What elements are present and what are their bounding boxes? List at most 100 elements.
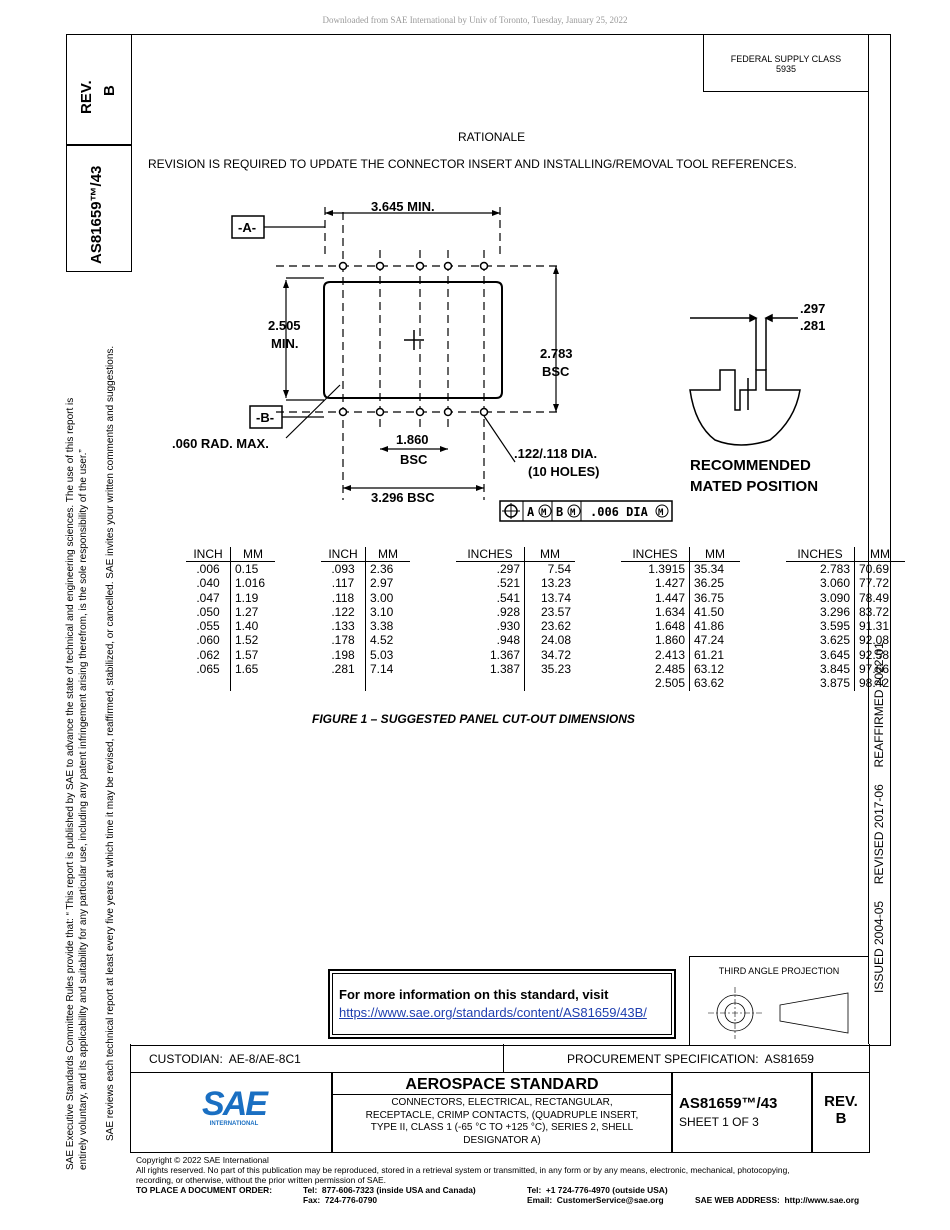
fcf-mod-tol: M: [658, 508, 664, 518]
dim-left-1: 2.505: [268, 318, 301, 333]
cell-mm: 34.72: [540, 647, 571, 662]
issue-history: ISSUED 2004-05 REVISED 2017-06 REAFFIRME…: [872, 642, 886, 993]
sae-notice-line2: entirely voluntary, and its applicabilit…: [78, 449, 89, 1170]
cell-mm: 63.62: [694, 676, 725, 691]
aerospace-standard: AEROSPACE STANDARD: [405, 1076, 599, 1093]
cell-mm: 1.65: [235, 662, 259, 677]
dim-radius: .060 RAD. MAX.: [172, 436, 269, 451]
rights-line1: All rights reserved. No part of this pub…: [136, 1165, 790, 1175]
datum-a-label: -A-: [238, 220, 256, 235]
cell-inch: 2.485: [621, 662, 690, 677]
cell-inch: .521: [456, 576, 525, 591]
cell-inch: .055: [186, 619, 231, 634]
cell-mm: 24.08: [540, 633, 571, 648]
dim-top: 3.645 MIN.: [371, 199, 435, 214]
custodian: CUSTODIAN: AE-8/AE-8C1: [149, 1052, 301, 1066]
sae-logo-sub: INTERNATIONAL: [209, 1121, 259, 1127]
cell-mm: 7.14: [370, 662, 394, 677]
info-text: For more information on this standard, v…: [339, 987, 609, 1002]
cell-mm: 36.75: [694, 590, 725, 605]
figure-caption: FIGURE 1 – SUGGESTED PANEL CUT-OUT DIMEN…: [312, 712, 635, 726]
cell-inch: 3.845: [786, 662, 855, 677]
cell-inch: .178: [321, 633, 366, 648]
cell-inch: .122: [321, 604, 366, 620]
cell-inch: 2.505: [621, 676, 690, 691]
cell-mm: 91.31: [859, 619, 890, 634]
email[interactable]: Email: CustomerService@sae.org: [527, 1195, 664, 1205]
cutout-outline: [323, 281, 503, 399]
cell-inch: .930: [456, 619, 525, 634]
centerlines: [276, 207, 560, 500]
cell-inch: 1.860: [621, 633, 690, 648]
cell-mm: 1.016: [235, 576, 266, 591]
sae-notice-line3: SAE reviews each technical report at lea…: [105, 345, 116, 1141]
fcf-datum-a: A: [527, 505, 535, 519]
cell-mm: 13.74: [540, 590, 571, 605]
cell-inch: 1.427: [621, 576, 690, 591]
cell-mm: 35.34: [694, 562, 725, 576]
cell-inch: [186, 676, 231, 691]
cell-inch: .050: [186, 604, 231, 620]
arrowheads: [283, 210, 559, 491]
cell-mm: 1.52: [235, 633, 259, 648]
mated-caption-1: RECOMMENDED: [690, 457, 811, 474]
sae-notice-line1: SAE Executive Standards Committee Rules …: [65, 397, 76, 1170]
cell-inch: [456, 676, 525, 691]
left-rev-value: B: [101, 85, 118, 96]
cell-mm: 4.52: [370, 633, 394, 648]
dim-holes-2: (10 HOLES): [528, 464, 600, 479]
cell-inch: .060: [186, 633, 231, 648]
datum-b-label: -B-: [256, 410, 274, 425]
table-header-mm: MM: [689, 547, 740, 562]
cell-inch: 1.387: [456, 662, 525, 677]
tel-us: Tel: 877-606-7323 (inside USA and Canada…: [303, 1185, 476, 1195]
cell-inch: 2.783: [786, 561, 855, 577]
web-address[interactable]: SAE WEB ADDRESS: http://www.sae.org: [695, 1195, 860, 1205]
federal-supply-value: 5935: [775, 64, 797, 74]
cell-mm: 78.49: [859, 590, 890, 605]
sae-logo-mark: SAE: [202, 1085, 268, 1123]
left-rev-label: REV.: [78, 80, 95, 114]
left-rev-box: [66, 34, 132, 146]
cell-inch: .948: [456, 633, 525, 648]
fcf-mod-b: M: [570, 508, 576, 518]
standard-link[interactable]: https://www.sae.org/standards/content/AS…: [339, 1005, 647, 1020]
cell-mm: 1.40: [235, 619, 259, 634]
cell-mm: 35.23: [540, 662, 571, 677]
cell-mm: 97.66: [859, 662, 890, 677]
title-rev: REV. B: [824, 1093, 858, 1127]
dim-left-2: MIN.: [271, 336, 298, 351]
table-header-mm: MM: [365, 547, 410, 562]
info-box: For more information on this standard, v…: [328, 969, 676, 1039]
cell-inch: .133: [321, 619, 366, 634]
cell-inch: 3.875: [786, 676, 855, 691]
cell-mm: 98.42: [859, 676, 890, 691]
title-block: SAE INTERNATIONAL AEROSPACE STANDARD CON…: [130, 1073, 870, 1153]
table-header-inch: INCHES: [456, 547, 525, 562]
cell-mm: 23.57: [540, 604, 571, 619]
cell-mm: 5.03: [370, 647, 394, 662]
custodian-row: CUSTODIAN: AE-8/AE-8C1 PROCUREMENT SPECI…: [130, 1044, 870, 1073]
cell-mm: 83.72: [859, 604, 890, 619]
cell-mm: 2.97: [370, 576, 394, 591]
cell-mm: 3.00: [370, 590, 394, 605]
cell-inch: 1.367: [456, 647, 525, 663]
order-label: TO PLACE A DOCUMENT ORDER:: [136, 1185, 273, 1195]
sheet-number: SHEET 1 OF 3: [679, 1115, 759, 1129]
download-notice: Downloaded from SAE International by Uni…: [322, 15, 628, 25]
mounting-holes: [338, 261, 489, 417]
cell-inch: .093: [321, 561, 366, 577]
cell-inch: 2.413: [621, 647, 690, 663]
document-title: CONNECTORS, ELECTRICAL, RECTANGULAR, REC…: [365, 1097, 639, 1146]
cell-inch: .928: [456, 604, 525, 620]
footer: Copyright © 2022 SAE International All r…: [136, 1155, 896, 1205]
dimension-lines: [285, 212, 557, 489]
cell-inch: 3.296: [786, 604, 855, 620]
cell-mm: 47.24: [694, 633, 725, 648]
